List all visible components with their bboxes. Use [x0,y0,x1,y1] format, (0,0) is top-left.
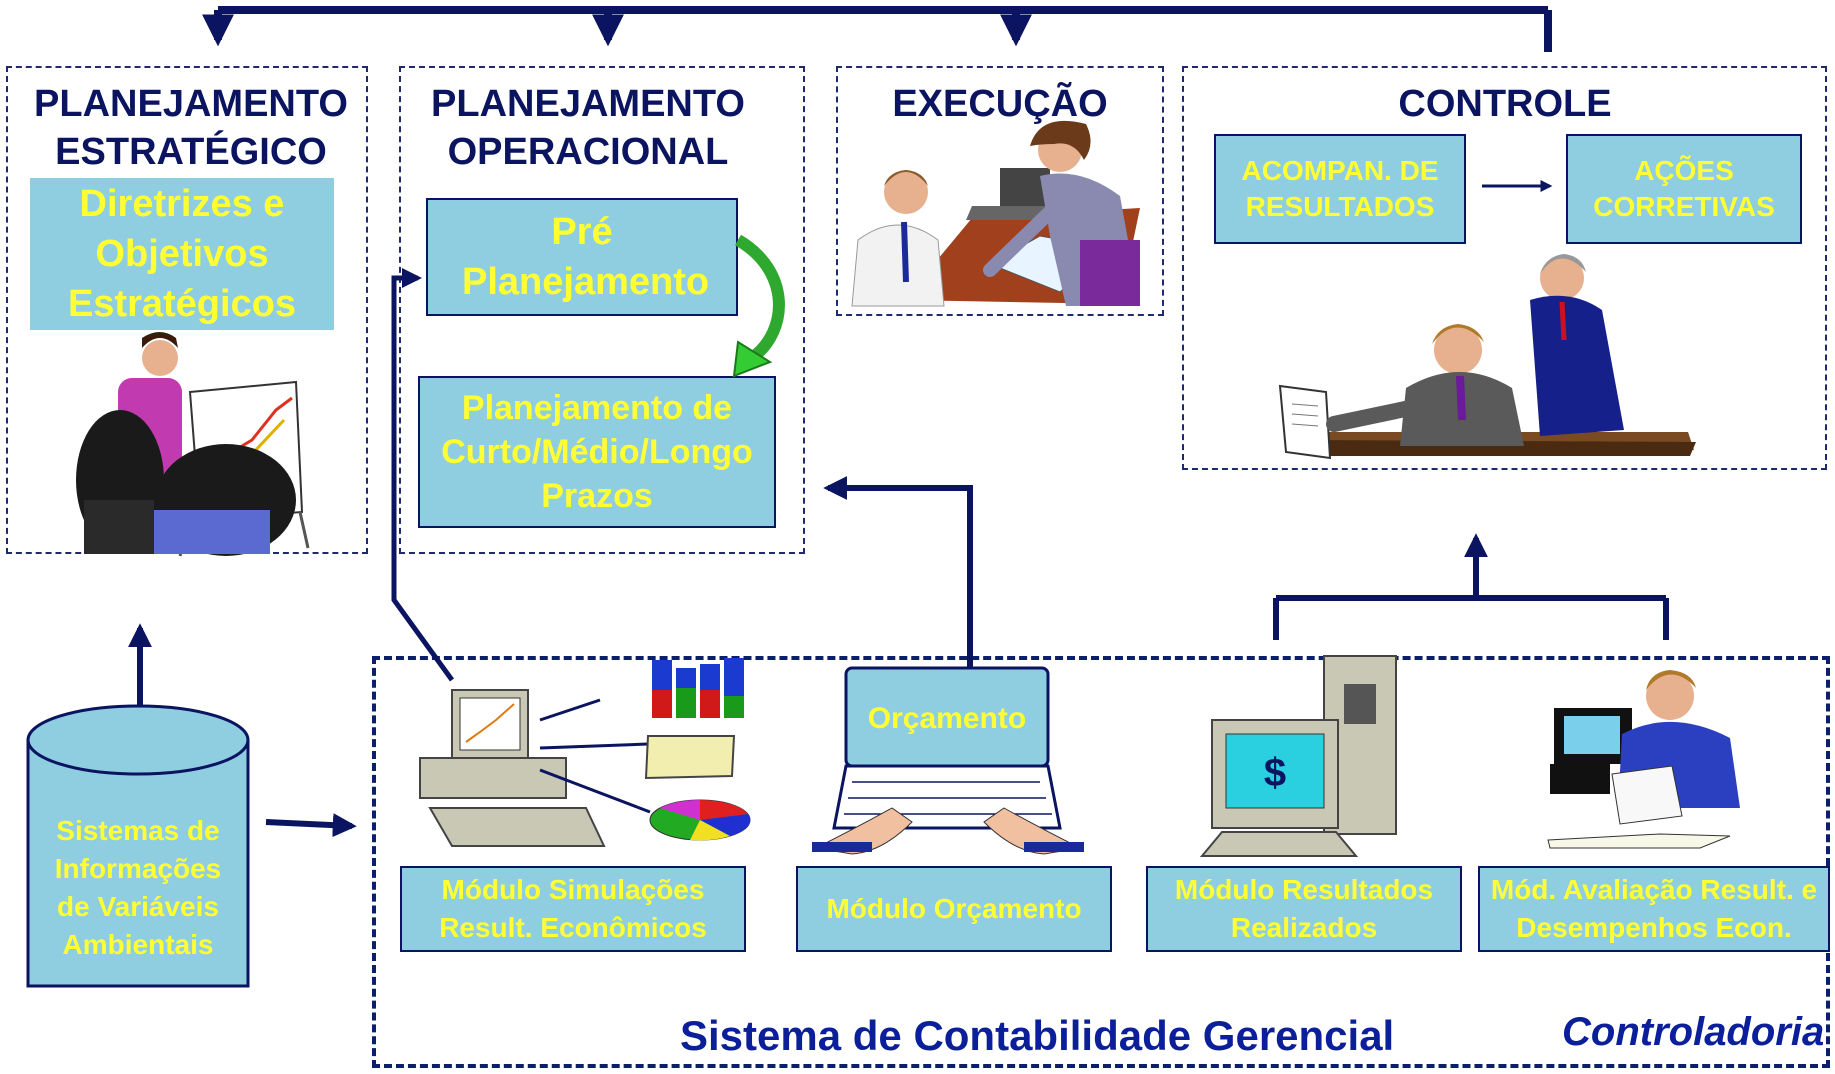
top-bracket [202,6,1552,52]
heading-planejamento-estrategico: PLANEJAMENTO ESTRATÉGICO [34,83,348,173]
box-acoes-label: AÇÕES CORRETIVAS [1593,155,1775,222]
box-diretrizes-label: Diretrizes e Objetivos Estratégicos [67,183,297,325]
module-resultados-label: Módulo Resultados Realizados [1174,874,1434,943]
bracket-to-controle [1273,533,1669,640]
module-avaliacao-label: Mód. Avaliação Result. e Desempenhos Eco… [1490,874,1818,943]
footer-title: Sistema de Contabilidade Gerencial [680,1012,1395,1059]
box-pre-planejamento-label: Pré Planejamento [462,211,710,303]
heading-controle: CONTROLE [1398,83,1612,125]
orcamento-illustration [812,666,1084,855]
module-avaliacao: Mód. Avaliação Result. e Desempenhos Eco… [1478,866,1830,952]
frame-execucao [836,66,1164,316]
box-acompan-resultados: ACOMPAN. DE RESULTADOS [1214,134,1466,244]
execucao-illustration [851,120,1140,307]
arrow-simulacoes-to-pre [391,268,455,682]
module-orcamento: Módulo Orçamento [796,866,1112,952]
frame-controle [1182,66,1827,470]
arrow-orcamento-to-operacional [823,476,973,668]
controle-illustration [1278,254,1696,460]
box-pre-planejamento: Pré Planejamento [426,198,738,316]
database-label: Sistemas de Informações de Variáveis Amb… [54,815,222,960]
box-planejamento-prazos: Planejamento de Curto/Médio/Longo Prazos [418,376,776,528]
resultados-illustration: $ [1199,655,1397,857]
green-curved-arrow [734,234,785,363]
presentation-illustration [76,332,310,557]
avaliacao-illustration [1547,670,1740,849]
green-arrow-head [732,340,773,378]
database-cylinder [26,704,250,988]
svg-text:$: $ [1264,751,1286,795]
box-acompan-label: ACOMPAN. DE RESULTADOS [1241,155,1439,222]
frame-sistema-contabilidade [372,656,1830,1068]
module-simulacoes-label: Módulo Simulações Result. Econômicos [439,874,707,943]
box-diretrizes: Diretrizes e Objetivos Estratégicos [30,178,334,330]
heading-planejamento-operacional: PLANEJAMENTO OPERACIONAL [431,83,745,173]
simulacoes-illustration [419,658,751,847]
heading-execucao: EXECUÇÃO [892,83,1108,125]
frame-planejamento-operacional [399,66,805,554]
box-acoes-corretivas: AÇÕES CORRETIVAS [1566,134,1802,244]
arrow-db-to-system [265,813,357,838]
footer-brand: Controladoria [1562,1010,1825,1054]
module-simulacoes: Módulo Simulações Result. Econômicos [400,866,746,952]
module-resultados: Módulo Resultados Realizados [1146,866,1462,952]
box-planejamento-prazos-label: Planejamento de Curto/Médio/Longo Prazos [441,389,753,515]
module-orcamento-label: Módulo Orçamento [826,893,1082,924]
screen-orcamento-label: Orçamento [867,702,1027,735]
